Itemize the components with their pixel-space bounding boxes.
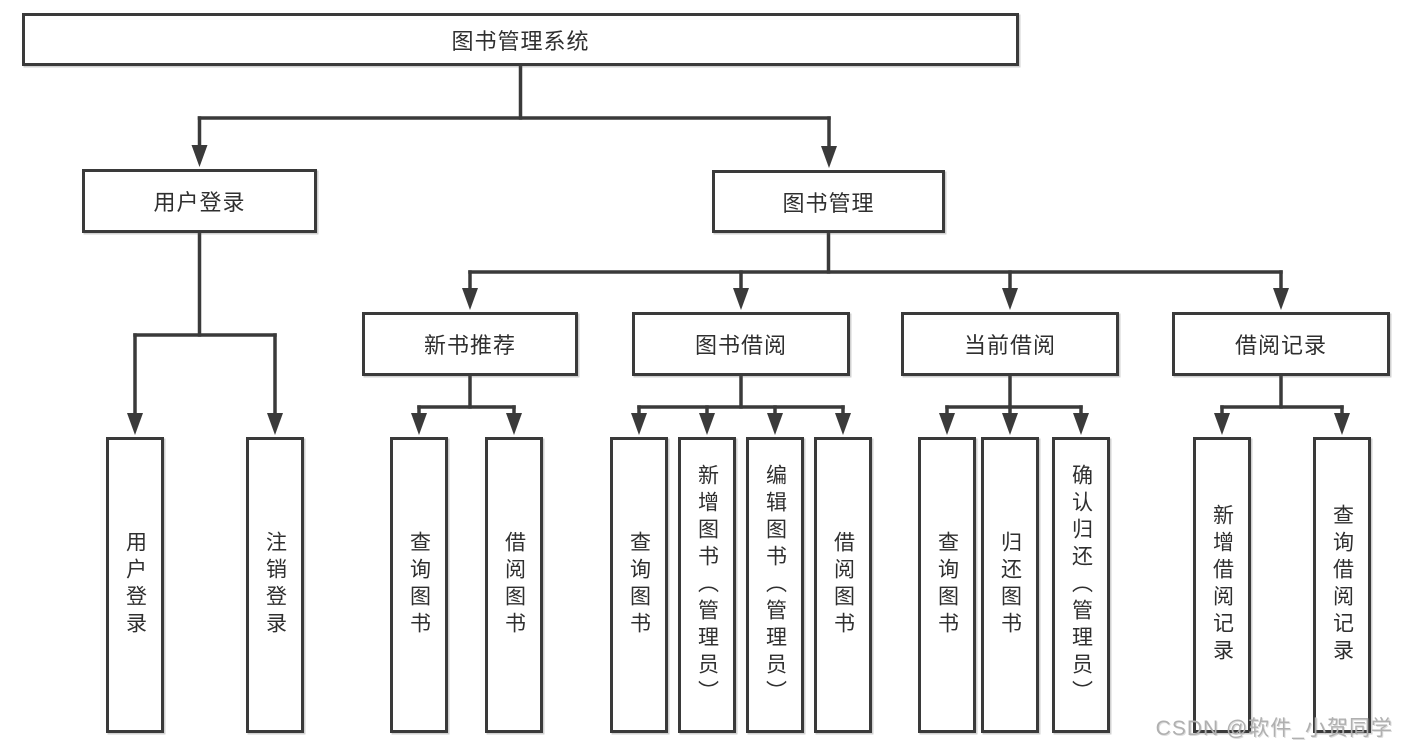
node-label: 图书管理 <box>782 190 875 216</box>
arrowhead-icon <box>821 146 837 168</box>
node-label: 用户登录 <box>123 531 147 639</box>
node-label: 查询图书 <box>407 531 431 639</box>
node-book-borrow: 图书借阅 <box>632 312 850 376</box>
arrowhead-icon <box>1334 413 1350 435</box>
node-label: 编辑图书（管理员） <box>763 463 787 707</box>
arrowhead-icon <box>1002 288 1018 310</box>
node-label: 新增借阅记录 <box>1210 504 1234 666</box>
node-current-borrow: 当前借阅 <box>901 312 1119 376</box>
arrowhead-icon <box>506 413 522 435</box>
node-borrow-records: 借阅记录 <box>1172 312 1390 376</box>
leaf-return-books: 归还图书 <box>981 437 1039 733</box>
leaf-logout: 注销登录 <box>246 437 304 733</box>
arrowhead-icon <box>267 413 283 435</box>
leaf-query-books-borrow: 查询图书 <box>610 437 668 733</box>
node-label: 注销登录 <box>263 531 287 639</box>
arrowhead-icon <box>462 288 478 310</box>
node-label: 归还图书 <box>998 531 1022 639</box>
arrowhead-icon <box>939 413 955 435</box>
leaf-query-borrow-record: 查询借阅记录 <box>1313 437 1371 733</box>
leaf-user-login: 用户登录 <box>106 437 164 733</box>
arrowhead-icon <box>1002 413 1018 435</box>
node-user-login: 用户登录 <box>82 169 317 233</box>
node-label: 当前借阅 <box>963 333 1056 358</box>
leaf-query-books-recommend: 查询图书 <box>390 437 448 733</box>
node-label: 查询借阅记录 <box>1330 504 1354 666</box>
arrowhead-icon <box>767 413 783 435</box>
node-label: 借阅图书 <box>831 531 855 639</box>
node-book-management: 图书管理 <box>712 170 945 233</box>
arrowhead-icon <box>191 145 208 167</box>
leaf-add-borrow-record: 新增借阅记录 <box>1193 437 1251 733</box>
arrowhead-icon <box>835 413 851 435</box>
node-label: 新书推荐 <box>423 333 516 358</box>
arrowhead-icon <box>1273 288 1289 310</box>
arrowhead-icon <box>631 413 647 435</box>
node-label: 图书管理系统 <box>451 28 590 54</box>
node-label: 借阅图书 <box>502 531 526 639</box>
node-label: 用户登录 <box>153 190 246 215</box>
leaf-borrow-books-recommend: 借阅图书 <box>485 437 543 733</box>
arrowhead-icon <box>127 413 143 435</box>
leaf-edit-books-admin: 编辑图书（管理员） <box>746 437 804 733</box>
arrowhead-icon <box>699 413 715 435</box>
arrowhead-icon <box>1214 413 1230 435</box>
node-label: 查询图书 <box>935 531 959 639</box>
node-label: 查询图书 <box>627 531 651 639</box>
node-label: 新增图书（管理员） <box>695 463 719 707</box>
arrowhead-icon <box>733 288 749 310</box>
leaf-add-books-admin: 新增图书（管理员） <box>678 437 736 733</box>
node-library-system: 图书管理系统 <box>22 13 1019 66</box>
arrowheads <box>127 145 1350 435</box>
arrowhead-icon <box>1073 413 1089 435</box>
node-label: 确认归还（管理员） <box>1069 463 1093 707</box>
node-label: 图书借阅 <box>694 333 787 358</box>
arrowhead-icon <box>411 413 427 435</box>
leaf-query-books-current: 查询图书 <box>918 437 976 733</box>
node-label: 借阅记录 <box>1234 333 1327 358</box>
leaf-confirm-return-admin: 确认归还（管理员） <box>1052 437 1110 733</box>
csdn-watermark: CSDN @软件_小贺同学 <box>1155 717 1393 740</box>
node-new-book-recommend: 新书推荐 <box>362 312 578 376</box>
leaf-borrow-books: 借阅图书 <box>814 437 872 733</box>
